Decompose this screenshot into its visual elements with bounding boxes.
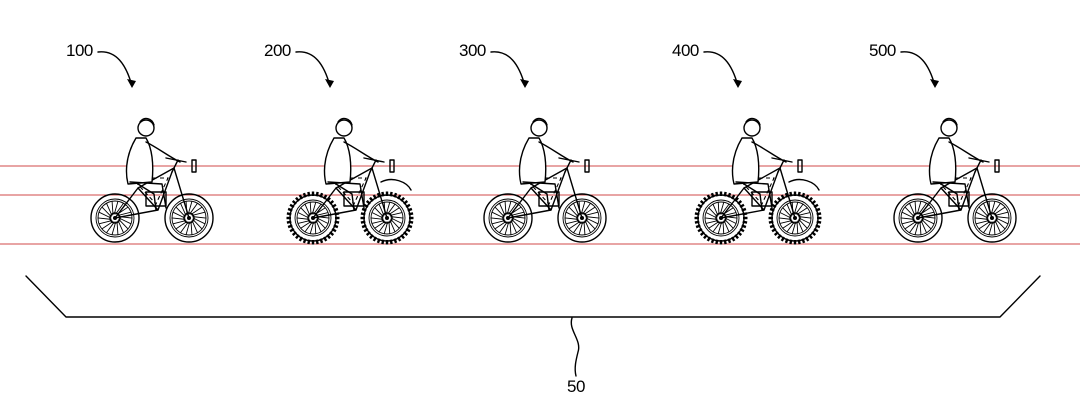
rider xyxy=(125,117,181,211)
vehicle-reference-label: 200 xyxy=(264,41,291,60)
vehicle-reference-label: 500 xyxy=(869,41,896,60)
rear-wheel xyxy=(90,193,140,243)
front-wheel xyxy=(557,193,607,243)
vehicle-500: 500 xyxy=(869,41,1017,243)
group-brace: 50 xyxy=(25,275,1041,396)
vehicle-300: 300 xyxy=(459,41,607,243)
rider xyxy=(323,117,379,211)
vehicle-400: 400 xyxy=(672,41,822,245)
group-reference-label: 50 xyxy=(567,377,585,396)
front-wheel xyxy=(967,193,1017,243)
vehicle-row: 100 200 300 400 500 xyxy=(66,41,1017,245)
rear-wheel xyxy=(483,193,533,243)
vehicle-reference-label: 300 xyxy=(459,41,486,60)
vehicle-reference-label: 400 xyxy=(672,41,699,60)
front-wheel xyxy=(768,191,822,245)
front-wheel xyxy=(164,193,214,243)
rider xyxy=(518,117,574,211)
rider xyxy=(731,117,787,211)
leader-arrow xyxy=(900,51,939,88)
frame xyxy=(720,157,820,219)
rear-wheel xyxy=(893,193,943,243)
vehicle-reference-label: 100 xyxy=(66,41,93,60)
rider xyxy=(928,117,984,211)
vehicle-200: 200 xyxy=(264,41,414,245)
leader-arrow xyxy=(97,51,136,88)
leader-arrow xyxy=(295,51,334,88)
rear-wheel xyxy=(694,191,748,245)
vehicle-100: 100 xyxy=(66,41,214,243)
leader-arrow xyxy=(490,51,529,88)
leader-arrow xyxy=(703,51,742,88)
